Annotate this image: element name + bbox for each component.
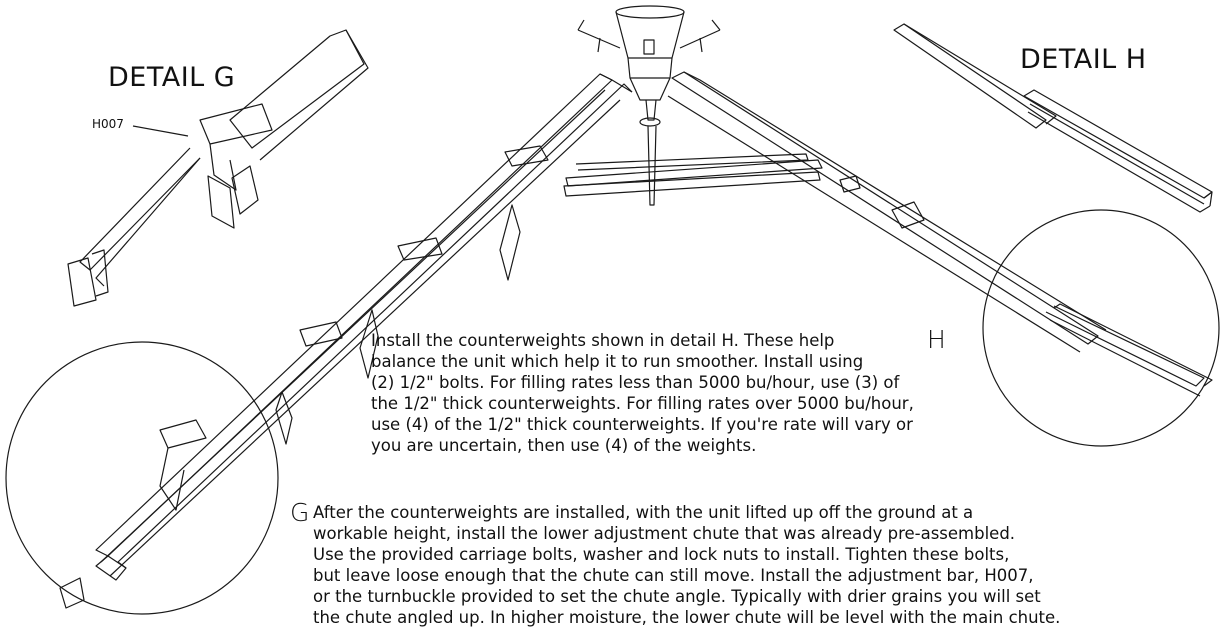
- instruction-line: Install the counterweights shown in deta…: [371, 331, 835, 350]
- main-chute-right: [667, 71, 1213, 397]
- callout-letter-g: G: [290, 498, 310, 527]
- main-chute-left: [59, 73, 633, 609]
- detail-h-part: [893, 23, 1213, 213]
- detail-g-title: DETAIL G: [108, 62, 236, 93]
- instruction-line: but leave loose enough that the chute ca…: [313, 566, 1034, 585]
- instruction-line: (2) 1/2" bolts. For filling rates less t…: [371, 373, 900, 392]
- part-tag-h007: H007: [92, 117, 124, 131]
- detail-g-part: [67, 29, 369, 307]
- adjustment-chute-instructions: After the counterweights are installed, …: [313, 502, 1060, 628]
- instruction-line: use (4) of the 1/2" thick counterweights…: [371, 415, 913, 434]
- instruction-line: workable height, install the lower adjus…: [313, 524, 1016, 543]
- instruction-line: Use the provided carriage bolts, washer …: [313, 545, 1010, 564]
- detail-h-title: DETAIL H: [1020, 44, 1147, 75]
- hopper: [577, 5, 721, 206]
- instruction-line: balance the unit which help it to run sm…: [371, 352, 864, 371]
- instruction-line: or the turnbuckle provided to set the ch…: [313, 587, 1041, 606]
- counterweights-instructions: Install the counterweights shown in deta…: [371, 330, 914, 456]
- instruction-line: the chute angled up. In higher moisture,…: [313, 608, 1061, 627]
- callout-letter-h: H: [927, 325, 946, 354]
- instruction-line: you are uncertain, then use (4) of the w…: [371, 436, 757, 455]
- instruction-line: After the counterweights are installed, …: [313, 503, 974, 522]
- detail-h-circle: [982, 209, 1220, 447]
- center-brace: [563, 153, 823, 197]
- detail-g-circle: [5, 341, 279, 615]
- instruction-line: the 1/2" thick counterweights. For filli…: [371, 394, 914, 413]
